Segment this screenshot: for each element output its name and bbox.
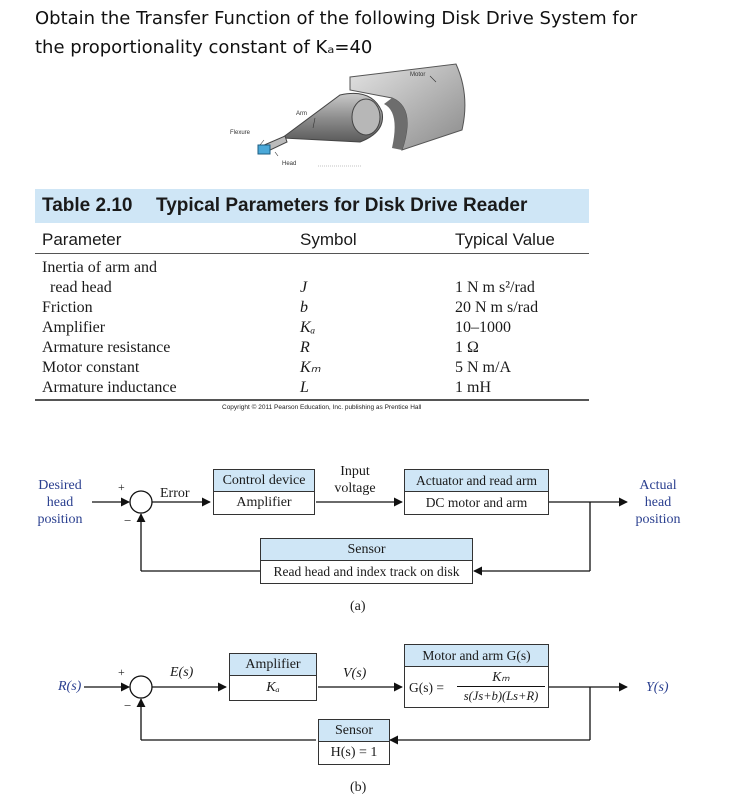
plus-sign-b: + xyxy=(118,665,125,679)
rs-input-label: R(s) xyxy=(58,679,82,694)
error-label: Error xyxy=(160,486,190,501)
vs-label: V(s) xyxy=(343,666,367,681)
gs-denominator: s(Js+b)(Ls+R) xyxy=(463,689,539,703)
row-param-amplifier: Amplifier xyxy=(42,319,106,336)
gs-transfer-block: G(s) = Kₘ s(Js+b)(Ls+R) xyxy=(404,666,549,708)
copyright-note: Copyright © 2011 Pearson Education, Inc.… xyxy=(222,404,422,411)
table-number: Table 2.10 xyxy=(42,195,133,216)
row-param-inertia-1: Inertia of arm and xyxy=(42,259,158,276)
hs-block: H(s) = 1 xyxy=(318,741,390,765)
sensor-block-b-top: Sensor xyxy=(318,719,390,742)
fraction-bar xyxy=(457,686,545,687)
label-arm: Arm xyxy=(296,111,307,117)
row-param-armature-inductance: Armature inductance xyxy=(42,379,177,396)
amplifier-block-a: Amplifier xyxy=(213,491,315,515)
gs-equals: G(s) = xyxy=(409,680,444,695)
gs-numerator: Kₘ xyxy=(492,669,510,684)
ys-output-label: Y(s) xyxy=(646,680,669,695)
dc-motor-block: DC motor and arm xyxy=(404,491,549,515)
es-error-label: E(s) xyxy=(170,665,194,680)
row-value-friction: 20 N m s/rad xyxy=(455,299,539,316)
sensor-block-a-top: Sensor xyxy=(260,538,473,561)
table-title: Typical Parameters for Disk Drive Reader xyxy=(156,195,528,216)
row-param-inertia-2: read head xyxy=(50,279,112,296)
actuator-block-top: Actuator and read arm xyxy=(404,469,549,492)
amplifier-block-b-top: Amplifier xyxy=(229,653,317,676)
question-line-1: Obtain the Transfer Function of the foll… xyxy=(35,8,638,29)
header-value: Typical Value xyxy=(455,230,555,249)
row-value-motor-constant: 5 N m/A xyxy=(455,359,511,376)
row-value-inertia: 1 N m s²/rad xyxy=(455,279,535,296)
ka-block: Kₐ xyxy=(229,675,317,701)
question-line-2: the proportionality constant of Kₐ=40 xyxy=(35,37,373,58)
row-symbol-J: J xyxy=(300,279,308,296)
diagram-b-label: (b) xyxy=(350,780,367,795)
row-value-amplifier: 10–1000 xyxy=(455,319,511,336)
question-text: Obtain the Transfer Function of the foll… xyxy=(35,4,695,62)
sensor-block-a-bottom: Read head and index track on disk xyxy=(260,560,473,584)
disk-drive-illustration: Motor Arm Flexure Head xyxy=(230,63,466,167)
row-symbol-L: L xyxy=(300,379,309,396)
diagram-a-label: (a) xyxy=(350,599,366,614)
row-symbol-Ka: Kₐ xyxy=(300,319,316,336)
motor-arm-block-top: Motor and arm G(s) xyxy=(404,644,549,667)
control-device-block-top: Control device xyxy=(213,469,315,492)
row-param-armature-resistance: Armature resistance xyxy=(42,339,171,356)
summing-junction-a xyxy=(129,490,153,514)
table-bottom-rule xyxy=(35,399,589,401)
row-symbol-Km: Kₘ xyxy=(300,359,321,376)
minus-sign-a: − xyxy=(124,513,132,528)
row-symbol-R: R xyxy=(300,339,310,356)
plus-sign-a: + xyxy=(118,480,125,494)
minus-sign-b: − xyxy=(124,698,132,713)
row-param-motor-constant: Motor constant xyxy=(42,359,140,376)
header-parameter: Parameter xyxy=(42,230,122,249)
row-param-friction: Friction xyxy=(42,299,93,316)
row-value-resistance: 1 Ω xyxy=(455,339,479,356)
row-symbol-b: b xyxy=(300,299,308,316)
label-flexure: Flexure xyxy=(230,130,251,136)
summing-junction-b xyxy=(129,675,153,699)
table-header-rule xyxy=(35,253,589,254)
label-motor: Motor xyxy=(410,72,425,78)
header-symbol: Symbol xyxy=(300,230,357,249)
label-head: Head xyxy=(282,161,296,167)
row-value-inductance: 1 mH xyxy=(455,379,491,396)
table-caption: Table 2.10 Typical Parameters for Disk D… xyxy=(35,189,589,223)
head xyxy=(257,144,271,155)
